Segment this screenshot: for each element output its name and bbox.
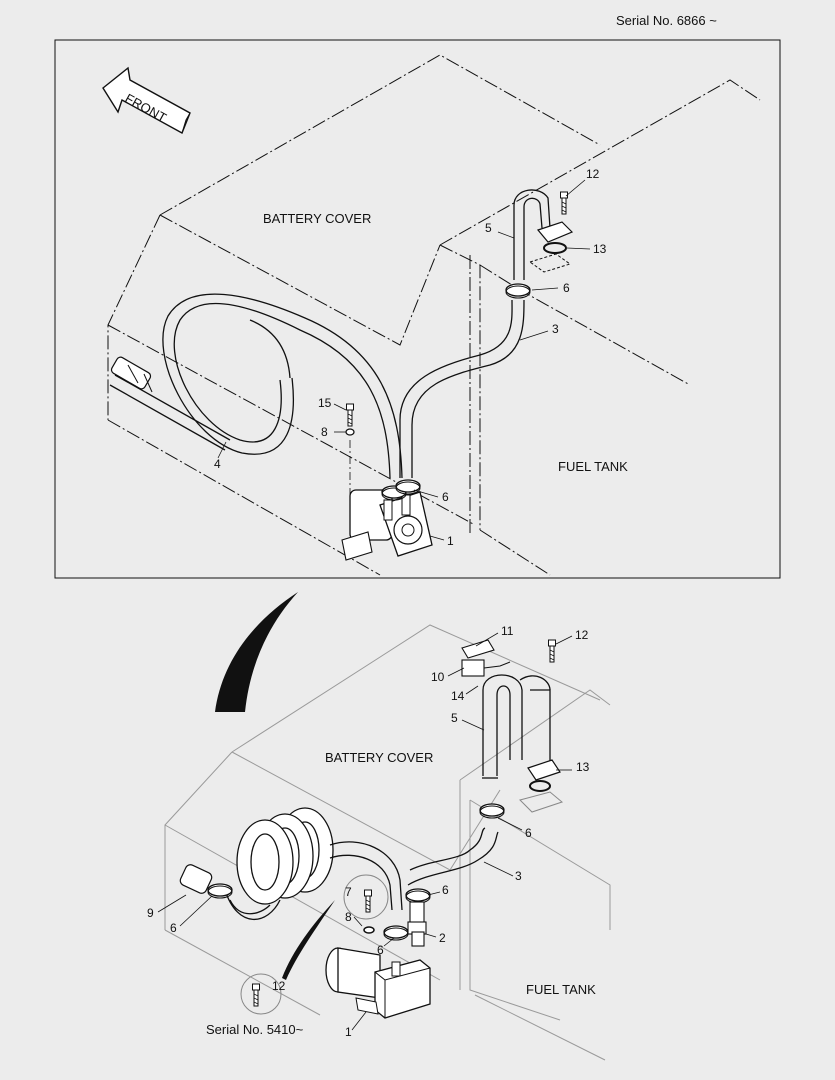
clamp-6-lower-top — [479, 803, 505, 819]
callout-15-upper: 15 — [318, 396, 332, 410]
elbow-fitting-2 — [407, 901, 427, 947]
clamp-6-upper-top — [505, 283, 531, 299]
hose-lower-runs — [224, 674, 551, 920]
front-arrow-icon: FRONT — [102, 66, 191, 134]
bolt-12-lower-top — [548, 639, 556, 663]
bolt-12-lower-detail — [252, 983, 260, 1007]
fuel-tank-label-upper: FUEL TANK — [558, 459, 628, 474]
serial-number-bottom: Serial No. 5410~ — [206, 1022, 304, 1037]
lower-diagram: BATTERY COVER FUEL TANK — [147, 592, 611, 1061]
callout-9-lower: 9 — [147, 906, 154, 920]
callout-4-upper: 4 — [214, 457, 221, 471]
tank-fitting-lower — [519, 759, 564, 813]
callout-1-upper: 1 — [447, 534, 454, 548]
callout-8-upper: 8 — [321, 425, 328, 439]
serial-number-top: Serial No. 6866 ~ — [616, 13, 717, 28]
callout-3-upper: 3 — [552, 322, 559, 336]
callout-13-upper: 13 — [593, 242, 607, 256]
clamp-6-upper-b — [395, 479, 421, 495]
callout-6-upper-a: 6 — [563, 281, 570, 295]
callout-5-lower: 5 — [451, 711, 458, 725]
hose-3-upper — [399, 299, 525, 478]
callout-7-lower: 7 — [345, 885, 352, 899]
float-switch-lower — [461, 639, 511, 677]
callout-10-lower: 10 — [431, 670, 445, 684]
callout-6-lower-d: 6 — [170, 921, 177, 935]
washer-8-lower — [363, 926, 375, 934]
fuel-tank-label-lower: FUEL TANK — [526, 982, 596, 997]
detail-circle-bolt-12 — [240, 973, 282, 1015]
callout-12-upper: 12 — [586, 167, 600, 181]
callout-14-lower: 14 — [451, 689, 465, 703]
clamp-6-lower-pump — [383, 925, 409, 941]
lower-leaders — [157, 632, 573, 1031]
lower-outline-lines — [164, 624, 611, 1061]
callout-5-upper: 5 — [485, 221, 492, 235]
upper-outline-lines — [107, 54, 761, 576]
callout-12-lower-top: 12 — [575, 628, 589, 642]
callout-6-lower-b: 6 — [442, 883, 449, 897]
battery-cover-label-lower: BATTERY COVER — [325, 750, 433, 765]
hose-5-upper — [513, 189, 551, 280]
callout-6-upper-b: 6 — [442, 490, 449, 504]
fuel-pump-upper — [341, 489, 433, 561]
washer-8-upper — [345, 428, 355, 436]
detail-circle-bolt-7 — [343, 874, 389, 920]
upper-diagram-frame — [54, 39, 781, 579]
callout-11-lower: 11 — [501, 624, 514, 638]
callout-6-lower-a: 6 — [525, 826, 532, 840]
coiled-hose — [109, 293, 403, 479]
battery-cover-label-upper: BATTERY COVER — [263, 211, 371, 226]
detail-pointer-arrow-icon — [282, 900, 335, 980]
fuel-pump-lower — [325, 947, 431, 1019]
clamp-6-lower-mid — [405, 888, 431, 904]
callout-8-lower: 8 — [345, 910, 352, 924]
hose-end-connector-9 — [179, 864, 213, 894]
callout-13-lower: 13 — [576, 760, 590, 774]
spiral-hose-lower — [236, 807, 334, 905]
transition-arrow-icon — [215, 592, 298, 712]
upper-diagram: FRONT BATTERY COVER FUEL TANK — [54, 39, 781, 579]
hose-connector — [110, 356, 153, 393]
callout-3-lower: 3 — [515, 869, 522, 883]
upper-leaders — [217, 179, 591, 541]
bolt-15-upper — [346, 403, 354, 427]
callout-6-lower-c: 6 — [377, 943, 384, 957]
bolt-7-lower — [364, 889, 372, 913]
callout-1-lower: 1 — [345, 1025, 352, 1039]
tank-fitting-upper — [528, 221, 574, 273]
callout-12-lower-detail: 12 — [272, 979, 286, 993]
callout-2-lower: 2 — [439, 931, 446, 945]
